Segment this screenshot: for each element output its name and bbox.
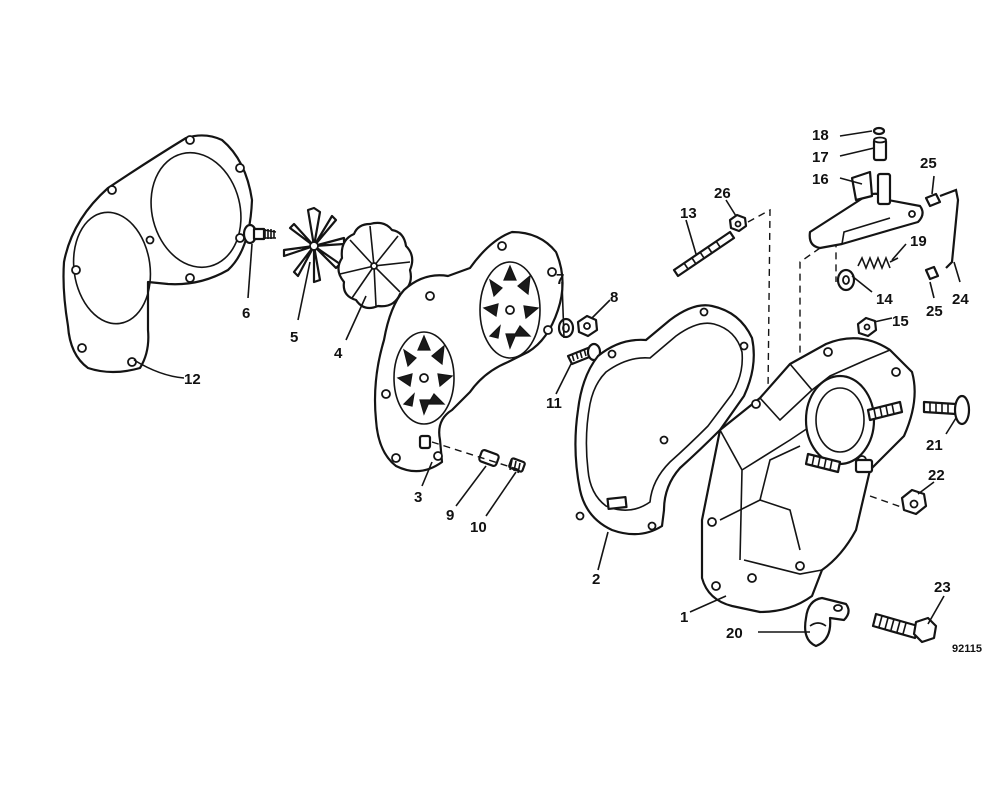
figure-number: 92115: [952, 643, 982, 655]
part-10-screw: [508, 457, 526, 474]
part-5-valve-star: [282, 206, 346, 284]
valve-pocket-lower: [393, 331, 455, 425]
part-21-bolt: [922, 394, 971, 426]
callout-7: 7: [556, 271, 564, 288]
callout-24: 24: [952, 291, 969, 308]
part-4-valve-disc: [337, 221, 414, 310]
callout-13: 13: [680, 205, 697, 222]
part-25-cap-lower: [924, 265, 940, 281]
callout-9: 9: [446, 507, 454, 524]
callout-15: 15: [892, 313, 909, 330]
callout-25-upper: 25: [920, 155, 937, 172]
part-24-rod: [939, 188, 960, 269]
callout-23: 23: [934, 579, 951, 596]
part-15-nut: [856, 316, 878, 338]
callout-25-lower: 25: [926, 303, 943, 320]
part-1-pump-body: [700, 337, 916, 614]
callout-4: 4: [334, 345, 343, 362]
part-25-cap-upper: [924, 192, 942, 208]
leader-lines: [133, 130, 961, 633]
callout-14: 14: [876, 291, 893, 308]
callout-12: 12: [184, 371, 201, 388]
callout-26: 26: [714, 185, 731, 202]
part-8-nut: [576, 314, 599, 338]
part-6-bolt: [242, 223, 277, 245]
callout-20: 20: [726, 625, 743, 642]
part-19-spring: [857, 255, 899, 271]
part-22-nut: [900, 488, 928, 516]
valve-pocket-upper: [479, 261, 541, 359]
callout-11: 11: [546, 395, 562, 412]
part-7-washer: [557, 317, 575, 339]
callout-17: 17: [812, 149, 829, 166]
callout-18: 18: [812, 127, 829, 144]
part-23-bolt: [871, 612, 938, 644]
callout-21: 21: [926, 437, 943, 454]
stud-upper: [866, 400, 904, 422]
part-17-sleeve: [872, 136, 888, 162]
callout-22: 22: [928, 467, 945, 484]
stud-lower: [804, 452, 842, 474]
callout-10: 10: [470, 519, 487, 536]
part-26-nut: [728, 213, 748, 233]
callout-2: 2: [592, 571, 600, 588]
part-3-valve-plate: [373, 230, 564, 473]
part-14-spacer: [836, 268, 856, 292]
callout-8: 8: [610, 289, 618, 306]
callout-3: 3: [414, 489, 422, 506]
callout-16: 16: [812, 171, 829, 188]
part-13-stud: [672, 230, 736, 278]
callout-labels: 1 2 3 4 5 6 7 8 9 10 11 12 13 14 15 16 1…: [184, 127, 969, 642]
part-12-gasket: [62, 134, 254, 374]
callout-1: 1: [680, 609, 688, 626]
part-16-lever: [808, 170, 924, 250]
part-2-gasket: [574, 304, 755, 536]
part-18-clip: [872, 126, 886, 136]
callout-6: 6: [242, 305, 250, 322]
callout-19: 19: [910, 233, 927, 250]
part-20-clamp: [804, 596, 850, 648]
callout-5: 5: [290, 329, 298, 346]
